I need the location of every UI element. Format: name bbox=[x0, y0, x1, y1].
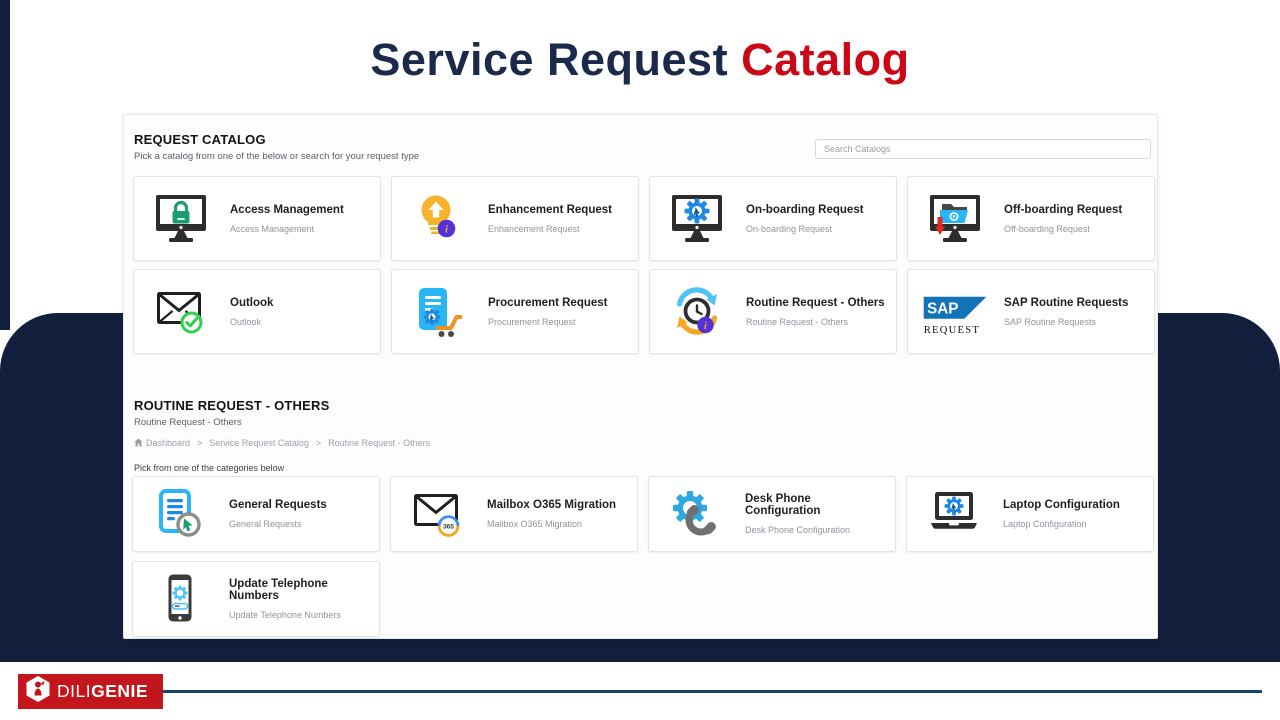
genie-hexagon-icon bbox=[25, 675, 51, 708]
page-title-accent: Catalog bbox=[741, 34, 910, 85]
card-subtitle: SAP Routine Requests bbox=[1004, 316, 1096, 327]
card-title: Outlook bbox=[230, 296, 274, 309]
document-cart-icon bbox=[406, 281, 472, 343]
catalog-card[interactable]: SAP REQUEST SAP Routine Requests SAP Rout… bbox=[907, 269, 1155, 354]
monitor-folder-icon bbox=[922, 188, 988, 250]
breadcrumb-separator: > bbox=[197, 437, 203, 448]
catalog-card[interactable]: Update Telephone Numbers Update Telephon… bbox=[132, 561, 380, 637]
card-title: Routine Request - Others bbox=[746, 296, 885, 309]
catalog-card[interactable]: i Enhancement Request Enhancement Reques… bbox=[391, 176, 639, 261]
catalog-card[interactable]: Procurement Request Procurement Request bbox=[391, 269, 639, 354]
card-subtitle: Laptop Configuration bbox=[1003, 519, 1087, 529]
card-title: Laptop Configuration bbox=[1003, 499, 1120, 511]
card-subtitle: On-boarding Request bbox=[746, 223, 833, 234]
svg-text:i: i bbox=[445, 223, 449, 235]
svg-text:SAP: SAP bbox=[927, 300, 958, 317]
card-title: Enhancement Request bbox=[488, 203, 612, 216]
gear-phone-icon bbox=[663, 483, 729, 545]
sap-request-icon: SAP REQUEST bbox=[922, 281, 988, 343]
breadcrumb: Dashboard > Service Request Catalog > Routin… bbox=[134, 437, 430, 448]
card-subtitle: Mailbox O365 Migration bbox=[487, 519, 583, 529]
catalog-section-header: REQUEST CATALOG Pick a catalog from one … bbox=[134, 132, 419, 162]
monitor-gear-icon bbox=[664, 188, 730, 250]
card-subtitle: Enhancement Request bbox=[488, 223, 580, 234]
card-title: On-boarding Request bbox=[746, 203, 864, 216]
catalog-heading: REQUEST CATALOG bbox=[134, 132, 266, 147]
catalog-subheading: Pick a catalog from one of the below or … bbox=[134, 151, 420, 162]
request-catalog-panel: REQUEST CATALOG Pick a catalog from one … bbox=[123, 114, 1158, 639]
catalog-card[interactable]: Outlook Outlook bbox=[133, 269, 381, 354]
card-subtitle: Off-boarding Request bbox=[1004, 223, 1090, 234]
card-subtitle: Update Telephone Numbers bbox=[229, 610, 341, 620]
svg-text:i: i bbox=[704, 320, 707, 331]
brand-prefix: DILI bbox=[57, 681, 92, 701]
category-instruction: Pick from one of the categories below bbox=[134, 463, 285, 473]
card-title: General Requests bbox=[229, 499, 327, 511]
card-title: Access Management bbox=[230, 203, 344, 216]
catalog-card[interactable]: 365 Mailbox O365 Migration Mailbox O365 … bbox=[390, 476, 638, 552]
catalog-card[interactable]: Desk Phone Configuration Desk Phone Conf… bbox=[648, 476, 896, 552]
monitor-lock-icon bbox=[148, 188, 214, 250]
document-cursor-icon bbox=[147, 483, 213, 545]
catalog-card[interactable]: Off-boarding Request Off-boarding Reques… bbox=[907, 176, 1155, 261]
svg-text:365: 365 bbox=[443, 524, 454, 531]
catalog-card[interactable]: i Routine Request - Others Routine Reque… bbox=[649, 269, 897, 354]
footer-divider-line bbox=[163, 690, 1262, 693]
routine-section-header: ROUTINE REQUEST - OTHERS Routine Request… bbox=[134, 398, 430, 473]
card-title: SAP Routine Requests bbox=[1004, 296, 1129, 309]
breadcrumb-separator: > bbox=[315, 437, 322, 448]
svg-text:REQUEST: REQUEST bbox=[924, 325, 980, 336]
catalog-card[interactable]: On-boarding Request On-boarding Request bbox=[649, 176, 897, 261]
card-subtitle: Outlook bbox=[230, 316, 262, 327]
card-subtitle: Desk Phone Configuration bbox=[745, 525, 851, 535]
routine-card-grid: General Requests General Requests 365 Ma… bbox=[132, 476, 1154, 637]
card-title: Mailbox O365 Migration bbox=[487, 499, 617, 511]
page-title-primary: Service Request bbox=[370, 34, 729, 85]
phone-gear-icon bbox=[147, 568, 213, 630]
card-subtitle: Routine Request - Others bbox=[746, 316, 849, 327]
catalog-card-grid: Access Management Access Management i En… bbox=[133, 176, 1155, 354]
laptop-gear-icon bbox=[921, 483, 987, 545]
breadcrumb-item: Routine Request - Others bbox=[328, 437, 431, 448]
brand-text: DILIGENIE bbox=[57, 681, 148, 702]
left-edge-bar bbox=[0, 0, 10, 330]
card-subtitle: General Requests bbox=[229, 519, 302, 529]
card-title: Update Telephone Numbers bbox=[229, 578, 328, 602]
envelope-check-icon bbox=[148, 281, 214, 343]
card-title: Off-boarding Request bbox=[1004, 203, 1123, 216]
card-subtitle: Procurement Request bbox=[488, 316, 576, 327]
card-subtitle: Access Management bbox=[230, 223, 315, 234]
routine-subheading: Routine Request - Others bbox=[134, 417, 242, 428]
catalog-card[interactable]: Access Management Access Management bbox=[133, 176, 381, 261]
catalog-card[interactable]: Laptop Configuration Laptop Configuratio… bbox=[906, 476, 1154, 552]
home-icon bbox=[134, 438, 143, 447]
lightbulb-arrow-icon: i bbox=[406, 188, 472, 250]
search-input[interactable] bbox=[815, 139, 1151, 159]
card-title: Procurement Request bbox=[488, 296, 608, 309]
card-title: Desk Phone Configuration bbox=[745, 493, 821, 517]
envelope-365-icon: 365 bbox=[405, 483, 471, 545]
clock-sync-icon: i bbox=[664, 281, 730, 343]
diligenie-logo: DILIGENIE bbox=[18, 674, 163, 709]
routine-heading: ROUTINE REQUEST - OTHERS bbox=[134, 398, 330, 413]
breadcrumb-item[interactable]: Service Request Catalog bbox=[209, 437, 309, 448]
brand-suffix: GENIE bbox=[91, 681, 149, 701]
breadcrumb-item[interactable]: Dashboard bbox=[134, 437, 190, 448]
catalog-card[interactable]: General Requests General Requests bbox=[132, 476, 380, 552]
